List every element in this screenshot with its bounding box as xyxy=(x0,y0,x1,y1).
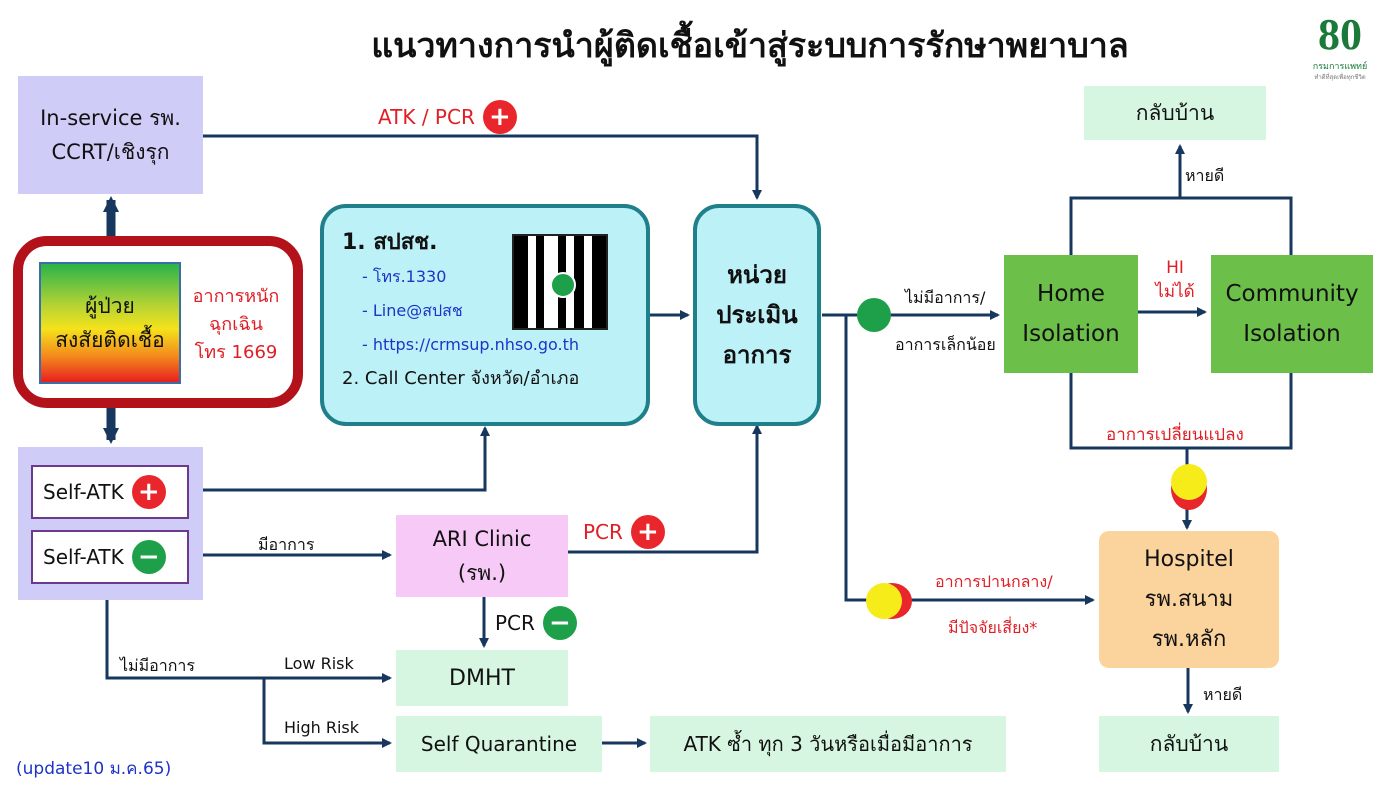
self-atk-negative-label: Self-ATK xyxy=(43,545,124,569)
emergency-line3: โทร 1669 xyxy=(194,342,278,363)
in-service-line1: In-service รพ. xyxy=(40,106,181,130)
symptomatic-label: มีอาการ xyxy=(258,535,315,554)
dmht-box: DMHT xyxy=(396,650,568,706)
hospitel-line1: Hospitel xyxy=(1144,546,1234,572)
assessment-unit-box: หน่วย ประเมิน อาการ xyxy=(693,204,821,426)
recovered-top-label: หายดี xyxy=(1185,166,1225,185)
ari-line2: (รพ.) xyxy=(457,561,507,585)
arrow-nosymptom-dmht xyxy=(105,585,392,683)
community-isolation-box: Community Isolation xyxy=(1211,255,1373,373)
no-symptom-label: ไม่มีอาการ xyxy=(120,656,195,675)
suspected-patient-box: ผู้ป่วย สงสัยติดเชื้อ xyxy=(39,262,181,384)
patient-line2: สงสัยติดเชื้อ xyxy=(55,328,165,352)
self-atk-positive: Self-ATK + xyxy=(31,465,189,519)
ari-line1: ARI Clinic xyxy=(432,527,532,551)
mild-line1: ไม่มีอาการ/ xyxy=(905,288,986,307)
plus-icon: + xyxy=(482,100,517,134)
arrow-ari-assess xyxy=(568,424,762,554)
yellow-dot-top xyxy=(1171,464,1207,500)
hi-fail-line1: HI xyxy=(1166,258,1184,278)
assess-line3: อาการ xyxy=(722,341,792,369)
update-note: (update10 ม.ค.65) xyxy=(16,759,172,779)
emergency-text: อาการหนัก ฉุกเฉิน โทร 1669 xyxy=(186,280,286,370)
arrow-assess-hospitel xyxy=(844,315,1095,605)
arrow-highrisk-sq xyxy=(262,678,392,748)
minus-icon: − xyxy=(131,540,166,574)
in-service-box: In-service รพ. CCRT/เชิงรุก xyxy=(18,76,203,194)
symptom-change-label: อาการเปลี่ยนแปลง xyxy=(1106,425,1244,445)
home-isolation-box: Home Isolation xyxy=(1004,255,1138,373)
pcr-negative-text: PCR xyxy=(495,611,535,635)
logo-org: กรมการแพทย์ xyxy=(1312,62,1368,72)
pcr-positive-text: PCR xyxy=(583,520,623,544)
assess-line1: หน่วย xyxy=(727,261,787,289)
in-service-line2: CCRT/เชิงรุก xyxy=(51,140,170,164)
home-bottom-box: กลับบ้าน xyxy=(1099,716,1279,772)
plus-icon: + xyxy=(131,475,166,509)
community-isolation-line1: Community xyxy=(1225,281,1359,307)
nhso-call-center: 2. Call Center จังหวัด/อำเภอ xyxy=(342,368,580,389)
plus-icon: + xyxy=(630,515,665,549)
nhso-heading: 1. สปสช. xyxy=(342,230,438,255)
atk-repeat-box: ATK ซ้ำ ทุก 3 วันหรือเมื่อมีอาการ xyxy=(650,716,1006,772)
ari-clinic-box: ARI Clinic (รพ.) xyxy=(396,515,568,597)
hi-fail-line2: ไม่ได้ xyxy=(1155,282,1195,302)
nhso-line: - Line@สปสช xyxy=(362,301,463,320)
moderate-line1: อาการปานกลาง/ xyxy=(935,572,1053,591)
hi-fail-label: HI ไม่ได้ xyxy=(1145,256,1205,304)
logo-slogan: ทำดีที่สุดเพื่อทุกชีวิต xyxy=(1314,74,1366,81)
arrow-recovered-top xyxy=(1069,146,1293,255)
recovered-bottom-label: หายดี xyxy=(1203,685,1243,704)
pcr-negative-label: PCR − xyxy=(495,606,577,640)
arrow-selfatk-nhso xyxy=(190,426,490,492)
hospitel-line3: รพ.หลัก xyxy=(1151,626,1227,652)
home-isolation-line1: Home xyxy=(1037,281,1105,307)
atk-pcr-label: ATK / PCR + xyxy=(378,100,517,134)
patient-emergency-frame xyxy=(13,236,303,408)
nhso-url[interactable]: - https://crmsup.nhso.go.th xyxy=(362,335,579,354)
arrow-inservice-assess xyxy=(203,134,762,200)
self-atk-positive-label: Self-ATK xyxy=(43,480,124,504)
nhso-tel: - โทร.1330 xyxy=(362,267,447,286)
home-top-box: กลับบ้าน xyxy=(1084,86,1266,140)
logo-number: 80 xyxy=(1318,10,1362,59)
high-risk-label: High Risk xyxy=(284,718,360,737)
pcr-positive-label: PCR + xyxy=(583,515,665,549)
low-risk-label: Low Risk xyxy=(284,654,354,673)
emergency-line1: อาการหนัก xyxy=(192,286,280,307)
nhso-box: 1. สปสช. - โทร.1330 - Line@สปสช - https:… xyxy=(320,204,650,426)
minus-icon: − xyxy=(542,606,577,640)
atk-pcr-text: ATK / PCR xyxy=(378,105,475,129)
mild-line2: อาการเล็กน้อย xyxy=(895,335,996,354)
emergency-line2: ฉุกเฉิน xyxy=(209,314,263,335)
self-atk-negative: Self-ATK − xyxy=(31,530,189,584)
department-logo: 80 กรมการแพทย์ ทำดีที่สุดเพื่อทุกชีวิต xyxy=(1300,8,1380,90)
assess-line2: ประเมิน xyxy=(716,301,798,329)
page-title: แนวทางการนำผู้ติดเชื้อเข้าสู่ระบบการรักษ… xyxy=(371,26,1129,66)
home-isolation-line2: Isolation xyxy=(1022,321,1120,347)
self-quarantine-box: Self Quarantine xyxy=(396,716,602,772)
green-status-dot xyxy=(857,298,891,332)
community-isolation-line2: Isolation xyxy=(1243,321,1341,347)
hospitel-box: Hospitel รพ.สนาม รพ.หลัก xyxy=(1099,531,1279,668)
hospitel-line2: รพ.สนาม xyxy=(1144,586,1234,612)
line-qr-code-icon xyxy=(512,234,608,330)
moderate-line2: มีปัจจัยเสี่ยง* xyxy=(948,618,1038,637)
patient-line1: ผู้ป่วย xyxy=(85,294,135,318)
yellow-dot-moderate xyxy=(866,583,902,619)
